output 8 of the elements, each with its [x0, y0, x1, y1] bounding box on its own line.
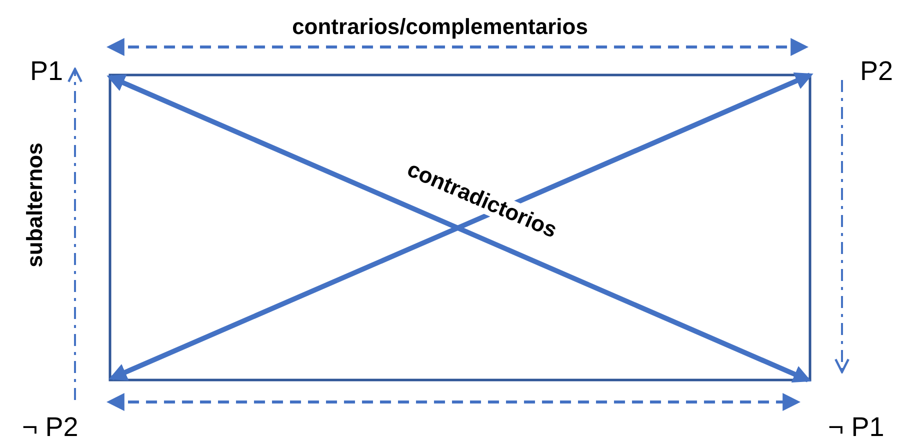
corner-label: P1 [30, 58, 64, 85]
corner-label: ¬ P2 [22, 414, 78, 439]
corner-label: P2 [860, 58, 894, 85]
dashed-arrow [67, 68, 83, 400]
corner-label: ¬ P1 [828, 414, 884, 439]
dashed-arrow [106, 38, 809, 56]
dashed-arrow [834, 80, 850, 374]
dashed-arrow [106, 393, 801, 411]
